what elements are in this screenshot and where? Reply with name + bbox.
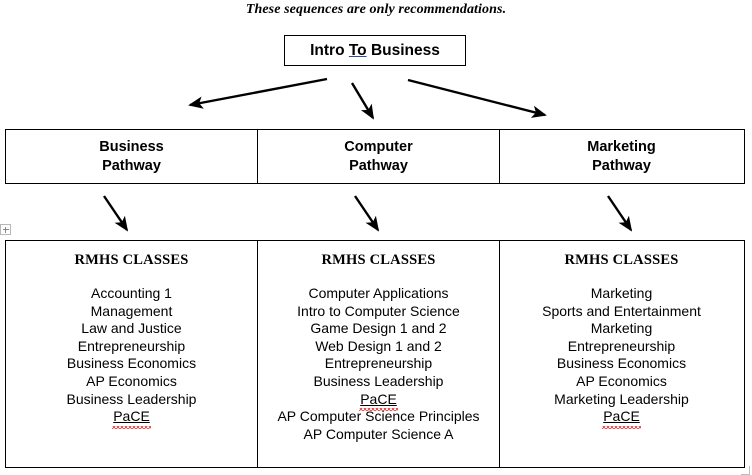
class-list-item: Game Design 1 and 2	[310, 320, 447, 337]
class-list-item: Business Leadership	[313, 372, 444, 389]
class-list-item: Web Design 1 and 2	[315, 337, 442, 354]
arrow-to-computer-pathway	[350, 82, 375, 120]
class-list-item: AP Economics	[86, 372, 177, 389]
intro-to-business-box[interactable]: Intro To Business	[284, 35, 466, 66]
title-text-before: Intro	[310, 41, 349, 59]
class-name-misspelled: PaCE	[602, 408, 641, 429]
class-list-item: Law and Justice	[81, 320, 182, 337]
class-list-item: AP Economics	[576, 372, 667, 389]
pathway-cell-marketing[interactable]: Marketing Pathway	[500, 130, 743, 183]
class-list-item: Accounting 1	[91, 285, 172, 301]
class-list-item: PaCE	[500, 408, 743, 429]
class-list-item: Management	[90, 302, 173, 319]
class-list-item: Marketing Leadership	[554, 390, 689, 407]
class-list-item: AP Computer Science A	[303, 425, 454, 442]
class-list-item: Sports and Entertainment	[542, 302, 701, 319]
arrow-to-marketing-pathway	[407, 78, 547, 118]
class-list-item: Intro to Computer Science	[297, 302, 460, 319]
title-text-underlined: To	[348, 41, 367, 59]
class-list-item: Business Leadership	[66, 390, 197, 407]
arrow-marketing-to-classes	[607, 195, 633, 232]
class-list-item: AP Computer Science Principles	[277, 408, 480, 425]
class-list-item: Entrepreneurship	[567, 337, 676, 354]
arrow-to-business-pathway	[188, 77, 328, 109]
class-list-item: Entrepreneurship	[324, 355, 433, 372]
classes-heading-computer: RMHS CLASSES	[321, 252, 436, 268]
classes-heading-business: RMHS CLASSES	[74, 252, 189, 268]
pathway-cell-computer[interactable]: Computer Pathway	[258, 130, 500, 183]
class-list-item: Computer Applications	[308, 285, 449, 301]
class-list-item: Business Economics	[556, 355, 687, 372]
pathway-marketing-line1: Marketing	[587, 139, 656, 156]
intro-to-business-label: Intro To Business	[310, 42, 440, 60]
pathway-marketing-line2: Pathway	[592, 157, 651, 174]
class-list-item: Marketing	[590, 320, 653, 337]
pathway-computer-line2: Pathway	[349, 157, 408, 174]
pathway-computer-line1: Computer	[344, 139, 413, 156]
class-list-item: Marketing	[590, 285, 653, 301]
table-resize-handle[interactable]	[741, 466, 750, 475]
pathway-cell-business[interactable]: Business Pathway	[6, 130, 258, 183]
table-move-handle[interactable]	[0, 224, 11, 235]
class-list-item: PaCE	[258, 390, 499, 411]
pathway-table: Business Pathway Computer Pathway Market…	[5, 129, 745, 184]
classes-heading-marketing: RMHS CLASSES	[564, 252, 679, 268]
class-name-misspelled: PaCE	[112, 408, 151, 429]
class-name-misspelled: PaCE	[359, 390, 398, 411]
pathway-business-line1: Business	[99, 139, 164, 156]
class-list-item: PaCE	[6, 408, 257, 429]
pathway-business-line2: Pathway	[102, 157, 161, 174]
title-text-after: Business	[366, 41, 440, 59]
class-list-item: Entrepreneurship	[77, 337, 186, 354]
page-caption: These sequences are only recommendations…	[245, 2, 507, 17]
arrow-computer-to-classes	[354, 195, 380, 232]
class-list-item: Business Economics	[66, 355, 197, 372]
arrow-business-to-classes	[103, 195, 129, 232]
